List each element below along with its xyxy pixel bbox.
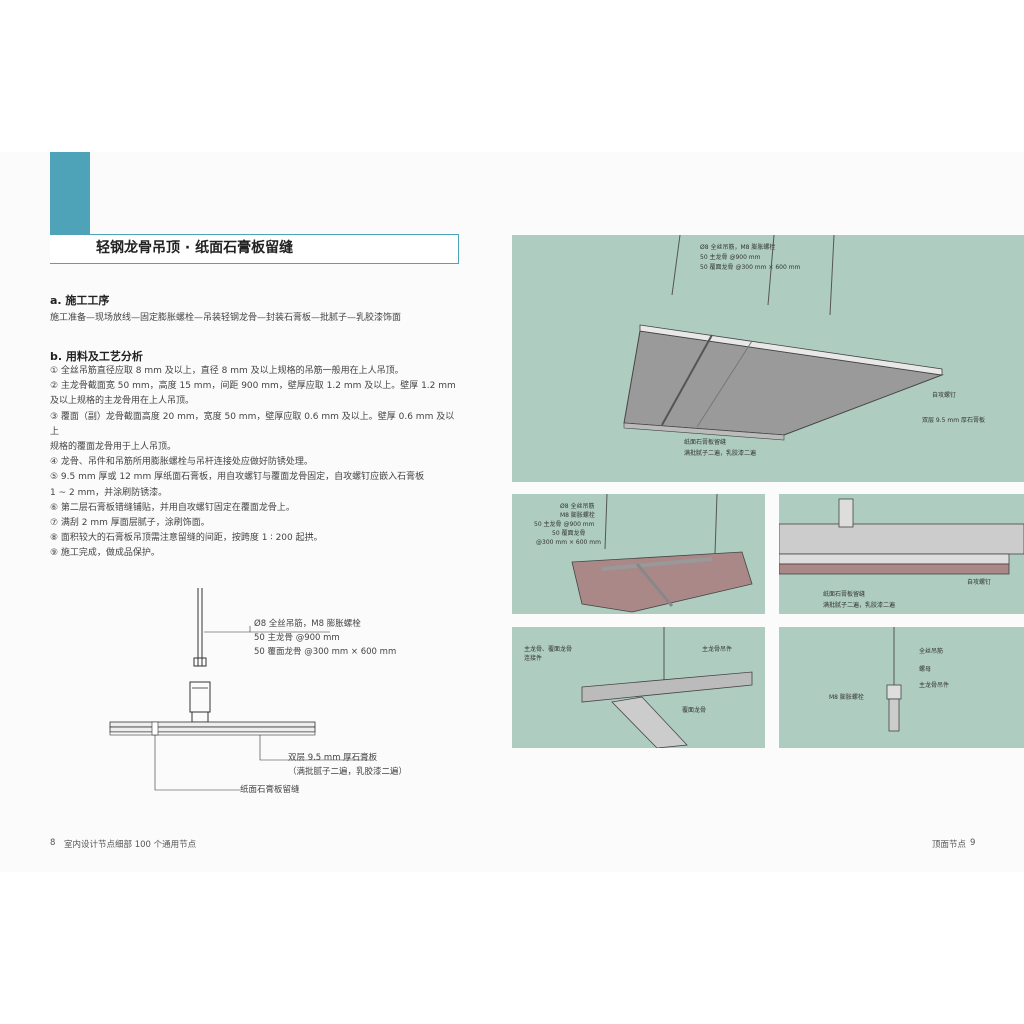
step-line: 1 ~ 2 mm，并涂刷防锈漆。	[50, 487, 168, 498]
panel-label: 满批腻子二遍，乳胶漆二遍	[684, 449, 756, 457]
step-line: ⑧ 面积较大的石膏板吊顶需注意留缝的间距，按跨度 1 ∶ 200 起拱。	[50, 533, 323, 544]
panel-section-illustration: 自攻螺钉 纸面石膏板留缝 满批腻子二遍，乳胶漆二遍	[779, 498, 1024, 609]
step-line: ⑤ 9.5 mm 厚或 12 mm 厚纸面石膏板，用自攻螺钉与覆面龙骨固定，自攻…	[50, 472, 425, 483]
panel-label: 连接件	[524, 654, 542, 662]
panel-label: 50 覆面龙骨	[552, 529, 586, 537]
panel-hanger: 全丝吊筋 螺母 主龙骨吊件 M8 膨胀螺栓	[779, 627, 1024, 748]
panel-main-illustration: Ø8 全丝吊筋，M8 膨胀螺栓 50 主龙骨 @900 mm 50 覆面龙骨 @…	[623, 235, 985, 457]
panel-hanger-illustration: 全丝吊筋 螺母 主龙骨吊件 M8 膨胀螺栓	[829, 627, 949, 732]
panel-framing: Ø8 全丝吊筋 M8 膨胀螺栓 50 主龙骨 @900 mm 50 覆面龙骨 @…	[512, 494, 765, 614]
detail-note: Ø8 全丝吊筋，M8 膨胀螺栓	[254, 618, 361, 629]
footer-right-text: 顶面节点	[932, 840, 967, 850]
panel-connector-illustration: 主龙骨、覆面龙骨 连接件 主龙骨吊件 覆面龙骨	[524, 627, 753, 748]
detail-note: （满批腻子二遍，乳胶漆二遍）	[288, 766, 407, 777]
panel-label: 50 主龙骨 @900 mm	[700, 253, 761, 261]
panel-framing-illustration: Ø8 全丝吊筋 M8 膨胀螺栓 50 主龙骨 @900 mm 50 覆面龙骨 @…	[534, 494, 753, 613]
step-line: ③ 覆面（副）龙骨截面高度 20 mm，宽度 50 mm，壁厚应取 0.6 mm…	[50, 411, 455, 437]
footer-left-text: 室内设计节点细部 100 个通用节点	[64, 840, 197, 850]
panel-label: 主龙骨吊件	[702, 645, 732, 653]
panel-main-3d: Ø8 全丝吊筋，M8 膨胀螺栓 50 主龙骨 @900 mm 50 覆面龙骨 @…	[512, 235, 1024, 482]
panel-label: M8 膨胀螺栓	[560, 511, 595, 519]
panel-label: 50 覆面龙骨 @300 mm × 600 mm	[700, 263, 801, 271]
panel-label: 纸面石膏板留缝	[823, 590, 865, 598]
panel-label: 纸面石膏板留缝	[684, 438, 726, 446]
panel-label: 覆面龙骨	[682, 706, 706, 714]
panel-label: 主龙骨、覆面龙骨	[524, 645, 572, 653]
title-frame	[50, 234, 459, 264]
footer-right-page: 9	[970, 838, 976, 848]
panel-label: 自攻螺钉	[932, 391, 956, 399]
construction-text: 施工准备—现场放线—固定膨胀螺栓—吊装轻钢龙骨—封装石膏板—批腻子—乳胶漆饰面	[50, 313, 402, 323]
panel-label: @300 mm × 600 mm	[536, 539, 601, 546]
panel-connector: 主龙骨、覆面龙骨 连接件 主龙骨吊件 覆面龙骨	[512, 627, 765, 748]
step-line: ⑥ 第二层石膏板错缝铺贴，并用自攻螺钉固定在覆面龙骨上。	[50, 502, 295, 513]
panel-label: M8 膨胀螺栓	[829, 693, 864, 701]
panel-label: 全丝吊筋	[919, 647, 943, 655]
panel-label: Ø8 全丝吊筋，M8 膨胀螺栓	[700, 243, 775, 251]
detail-note: 双层 9.5 mm 厚石膏板	[288, 752, 378, 763]
step-line: ② 主龙骨截面宽 50 mm，高度 15 mm，间距 900 mm，壁厚应取 1…	[50, 381, 456, 392]
step-line: ① 全丝吊筋直径应取 8 mm 及以上，直径 8 mm 及以上规格的吊筋一般用在…	[50, 366, 404, 376]
materials-steps: ① 全丝吊筋直径应取 8 mm 及以上，直径 8 mm 及以上规格的吊筋一般用在…	[50, 364, 462, 562]
panel-label: 螺母	[919, 665, 931, 673]
panel-label: Ø8 全丝吊筋	[560, 502, 594, 510]
detail-drawing: Ø8 全丝吊筋，M8 膨胀螺栓 50 主龙骨 @900 mm 50 覆面龙骨 @…	[109, 588, 407, 795]
step-line: 规格的覆面龙骨用于上人吊顶。	[50, 442, 177, 453]
step-line: 及以上规格的主龙骨用在上人吊顶。	[50, 396, 195, 407]
materials-heading: b. 用料及工艺分析	[50, 350, 143, 363]
construction-heading: a. 施工工序	[50, 294, 110, 307]
panel-label: 主龙骨吊件	[919, 681, 949, 689]
step-line: ⑦ 满刮 2 mm 厚面层腻子，涂刷饰面。	[50, 518, 210, 529]
panel-label: 自攻螺钉	[967, 578, 991, 586]
detail-note: 纸面石膏板留缝	[240, 784, 300, 795]
step-line: ⑨ 施工完成，做成品保护。	[50, 548, 160, 559]
detail-note: 50 覆面龙骨 @300 mm × 600 mm	[254, 646, 396, 657]
section-title: 轻钢龙骨吊顶 · 纸面石膏板留缝	[96, 240, 294, 256]
detail-note: 50 主龙骨 @900 mm	[254, 632, 340, 643]
footer-left-page: 8	[50, 838, 56, 848]
panel-section-closeup: 自攻螺钉 纸面石膏板留缝 满批腻子二遍，乳胶漆二遍	[779, 494, 1024, 614]
step-line: ④ 龙骨、吊件和吊筋所用膨胀螺栓与吊杆连接处应做好防锈处理。	[50, 457, 313, 468]
section-number: 1.1	[56, 239, 84, 257]
panel-label: 双层 9.5 mm 厚石膏板	[922, 416, 985, 424]
panel-label: 满批腻子二遍，乳胶漆二遍	[823, 601, 895, 609]
panel-label: 50 主龙骨 @900 mm	[534, 520, 595, 528]
